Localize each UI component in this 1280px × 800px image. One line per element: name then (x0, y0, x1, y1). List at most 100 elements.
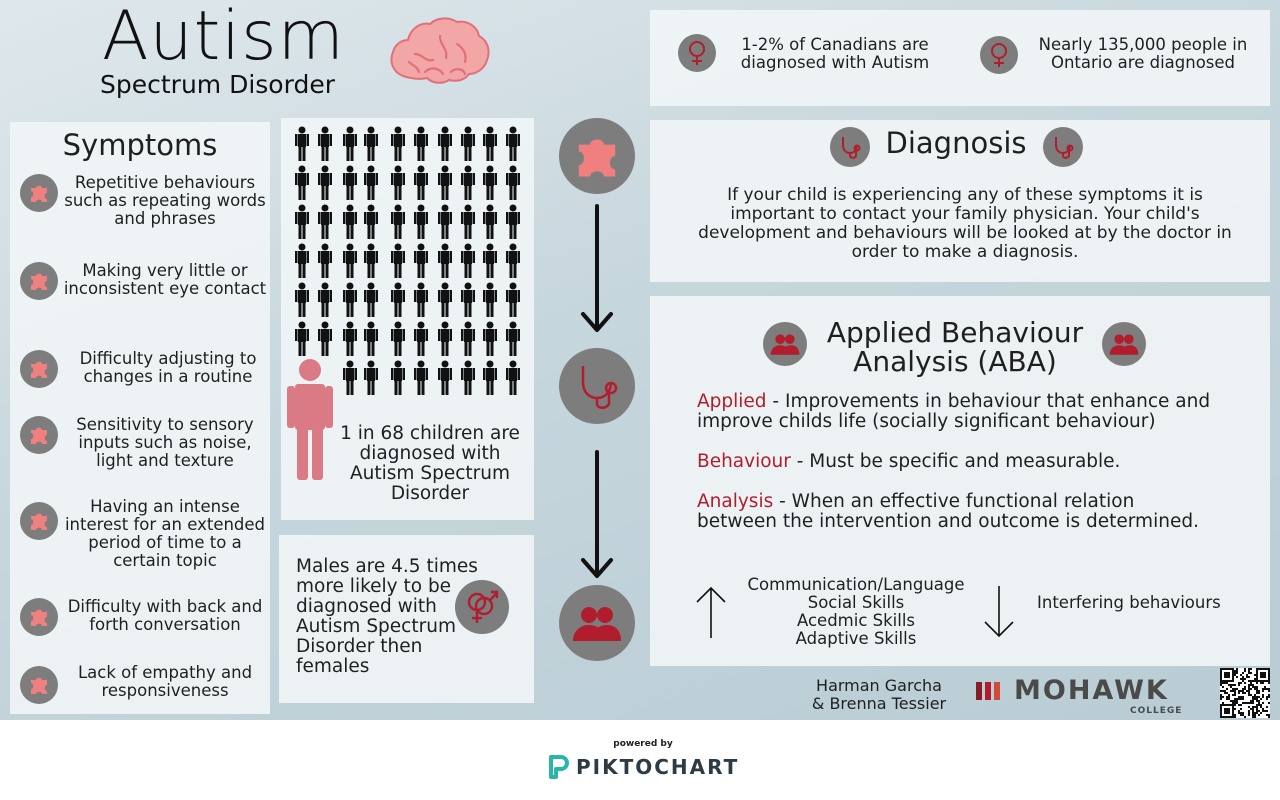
person-icon (295, 204, 309, 244)
female-symbol-icon (678, 34, 716, 72)
person-icon (438, 321, 452, 361)
person-icon (343, 243, 357, 283)
term-definition: - Improvements in behaviour that enhance… (697, 391, 1211, 432)
gender-symbol-icon (455, 580, 509, 634)
person-icon (414, 204, 428, 244)
diagnosis-heading: Diagnosis (885, 126, 1027, 160)
person-icon (295, 321, 309, 361)
symptom-text: Lack of empathy and responsiveness (77, 663, 253, 700)
stat-ontario: Nearly 135,000 people in Ontario are dia… (1038, 35, 1248, 72)
person-icon (461, 126, 475, 166)
symptom-item: Lack of empathy and responsiveness (10, 664, 270, 710)
title-sub: Spectrum Disorder (100, 70, 335, 99)
person-icon (391, 126, 405, 166)
person-icon (318, 243, 332, 283)
diagnosis-panel: Diagnosis If your child is experiencing … (650, 120, 1270, 282)
person-icon (391, 204, 405, 244)
qr-code-icon[interactable] (1220, 668, 1270, 718)
aba-term-analysis: Analysis - When an effective functional … (697, 492, 1217, 532)
symptom-item: Difficulty adjusting to changes in a rou… (10, 348, 270, 408)
puzzle-icon (20, 416, 58, 454)
skill-item: Adaptive Skills (795, 629, 917, 648)
child-figure-icon (287, 358, 333, 482)
person-icon (343, 360, 357, 400)
person-icon (461, 282, 475, 322)
person-icon (295, 282, 309, 322)
person-icon (364, 321, 378, 361)
skill-item: Social Skills (807, 593, 905, 612)
person-icon (364, 282, 378, 322)
people-icon (559, 585, 635, 661)
title-block: Autism Spectrum Disorder (100, 2, 370, 98)
decrease-label: Interfering behaviours (1037, 593, 1221, 612)
person-icon (343, 204, 357, 244)
person-icon (391, 243, 405, 283)
puzzle-piece-icon (559, 118, 635, 194)
symptom-text: Having an intense interest for an extend… (64, 497, 266, 570)
person-icon (438, 126, 452, 166)
puzzle-icon (20, 598, 58, 636)
aba-heading: Applied Behaviour Analysis (ABA) (810, 318, 1100, 376)
puzzle-icon (20, 350, 58, 388)
powered-by-label: powered by (613, 739, 673, 749)
stethoscope-icon (559, 348, 635, 424)
skill-item: Communication/Language (747, 575, 965, 594)
piktochart-brand[interactable]: PIKTOCHART (576, 755, 740, 779)
credits: Harman Garcha & Brenna Tessier (800, 677, 958, 713)
person-icon (343, 126, 357, 166)
logo-sub: COLLEGE (1130, 706, 1183, 716)
symptom-item: Repetitive behaviours such as repeating … (10, 172, 270, 232)
term-definition: - Must be specific and measurable. (790, 451, 1121, 472)
person-icon (483, 126, 497, 166)
person-icon (438, 360, 452, 400)
person-icon (483, 321, 497, 361)
person-icon (506, 321, 520, 361)
skill-item: Acedmic Skills (796, 611, 916, 630)
person-icon (461, 321, 475, 361)
person-icon (438, 165, 452, 205)
aba-heading-line2: Analysis (ABA) (853, 345, 1057, 378)
person-icon (391, 360, 405, 400)
aba-term-applied: Applied - Improvements in behaviour that… (697, 392, 1242, 432)
credit-line: Harman Garcha (816, 676, 942, 695)
person-icon (483, 282, 497, 322)
person-icon (483, 243, 497, 283)
person-icon (414, 243, 428, 283)
person-icon (461, 243, 475, 283)
person-icon (343, 321, 357, 361)
person-icon (391, 321, 405, 361)
person-icon (391, 165, 405, 205)
symptom-item: Difficulty with back and forth conversat… (10, 598, 270, 658)
stethoscope-icon (1043, 127, 1083, 167)
puzzle-icon (20, 262, 58, 300)
symptom-item: Making very little or inconsistent eye c… (10, 260, 270, 320)
piktochart-logo-icon[interactable] (548, 754, 570, 780)
term-label: Behaviour (697, 451, 791, 472)
person-icon (391, 282, 405, 322)
arrow-down-icon (580, 204, 614, 334)
person-icon (318, 126, 332, 166)
symptoms-panel: Symptoms Repetitive behaviours such as r… (10, 122, 270, 714)
person-icon (295, 165, 309, 205)
symptom-text: Making very little or inconsistent eye c… (63, 261, 267, 298)
puzzle-icon (20, 666, 58, 704)
person-icon (438, 243, 452, 283)
footer: powered by PIKTOCHART (0, 720, 1280, 800)
symptoms-heading: Symptoms (62, 128, 218, 162)
stethoscope-icon (830, 127, 870, 167)
people-icon (763, 322, 807, 366)
aba-term-behaviour: Behaviour - Must be specific and measura… (697, 452, 1242, 472)
person-icon (364, 165, 378, 205)
credit-line: & Brenna Tessier (811, 694, 947, 713)
mohawk-logo: MOHAWK COLLEGE (976, 676, 1196, 718)
person-icon (506, 282, 520, 322)
term-label: Applied (697, 391, 767, 412)
person-icon (506, 243, 520, 283)
person-icon (438, 204, 452, 244)
logo-bars-icon (976, 682, 1010, 700)
person-icon (318, 204, 332, 244)
infographic-canvas: Autism Spectrum Disorder 1-2% of Canadia… (0, 0, 1280, 720)
prevalence-panel: 1 in 68 children are diagnosed with Auti… (281, 118, 534, 520)
person-icon (483, 204, 497, 244)
person-icon (483, 360, 497, 400)
